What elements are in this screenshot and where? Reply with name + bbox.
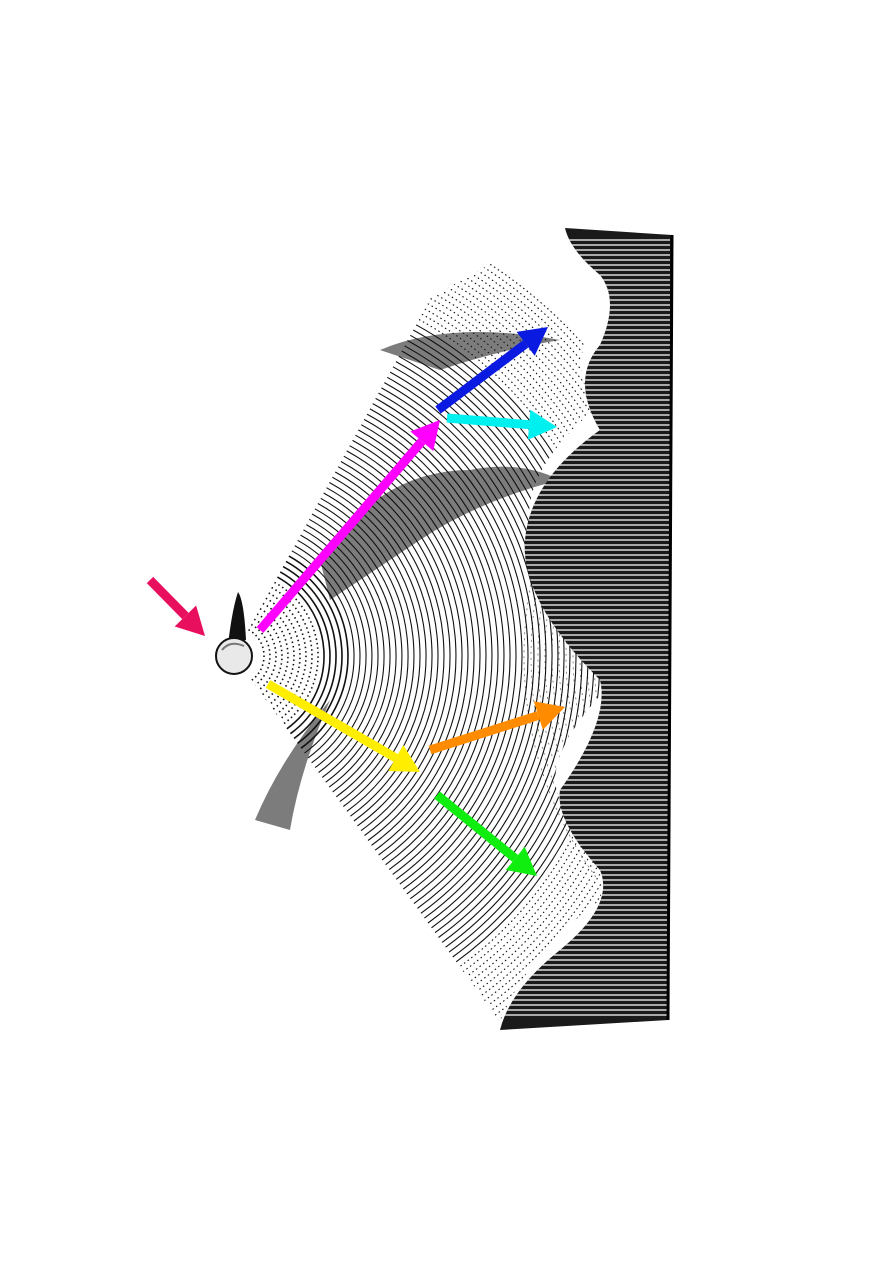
arrow-shaft	[428, 711, 540, 755]
reflected-wave-line	[572, 463, 605, 849]
arrow-head	[516, 327, 548, 356]
wave-line	[375, 397, 529, 895]
wave-line	[438, 282, 605, 1002]
wave-line	[369, 408, 517, 885]
wave-line	[291, 550, 355, 754]
arrows	[146, 327, 565, 876]
wave-source	[215, 592, 253, 675]
arrow-head	[174, 605, 205, 636]
wave-line	[360, 424, 499, 871]
wave-line	[378, 392, 535, 900]
wave-line	[415, 324, 605, 963]
wave-line	[372, 403, 523, 890]
wave-line	[250, 623, 271, 686]
wave-line	[444, 271, 605, 1011]
arrow-head	[505, 846, 537, 876]
arrow-shaft	[265, 680, 399, 762]
wave-line	[288, 555, 349, 749]
arrow-green	[434, 791, 537, 876]
wave-line	[268, 592, 307, 715]
arrow-head	[410, 420, 440, 451]
arrow-shaft	[435, 340, 529, 414]
arrow-head	[533, 701, 565, 730]
arrow-shaft	[256, 438, 426, 633]
arrow-magenta	[256, 420, 440, 633]
wave-line	[418, 319, 605, 968]
wave-line	[381, 387, 541, 905]
arrow-orange	[428, 701, 565, 755]
arrow-blue	[435, 327, 548, 414]
arrow-head	[388, 745, 420, 772]
arrow-cyan	[446, 409, 557, 440]
arrow-shaft	[434, 791, 519, 862]
arrow-shaft	[146, 576, 189, 620]
wave-line	[427, 303, 605, 982]
reflected-wave-line	[544, 447, 605, 865]
wave-line	[282, 565, 337, 740]
arrow-yellow	[265, 680, 420, 772]
wave-line	[366, 413, 511, 880]
shading-bands	[255, 332, 560, 830]
arrow-incident	[146, 576, 205, 636]
wave-line	[412, 329, 605, 958]
wave-line	[386, 376, 553, 914]
wave-line	[358, 429, 493, 866]
wave-line	[363, 418, 505, 875]
arrow-head	[527, 409, 557, 440]
wave-line	[384, 382, 547, 909]
wave-line	[424, 308, 605, 977]
wave-line	[389, 371, 559, 919]
arrow-shaft	[446, 413, 530, 430]
wave-line	[459, 245, 605, 1035]
